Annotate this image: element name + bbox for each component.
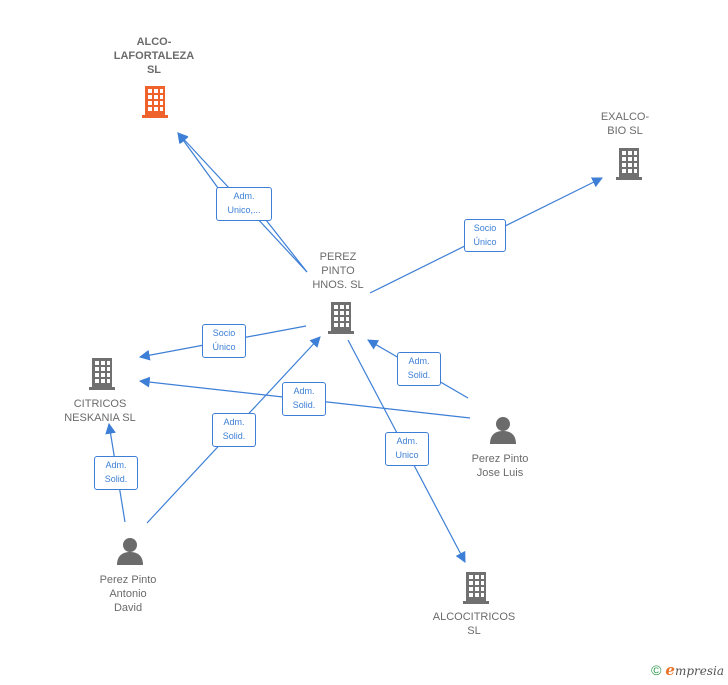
building-icon	[89, 358, 115, 390]
building-icon	[463, 572, 489, 604]
edge-label-adm-solid: Adm. Solid.	[397, 352, 441, 386]
edge-label-adm-unico: Adm. Unico,...	[216, 187, 272, 221]
node-label-perez-pinto-jose-luis[interactable]: Perez Pinto Jose Luis	[471, 453, 529, 479]
edges	[105, 133, 603, 563]
node-label-exalco-bio[interactable]: EXALCO- BIO SL	[600, 111, 650, 137]
edge-label-adm-unico: Adm. Unico	[385, 432, 429, 466]
building-icon	[616, 148, 642, 180]
edge-label-socio-unico: Socio Único	[464, 219, 506, 252]
node-label-alco-lafortaleza[interactable]: ALCO- LAFORTALEZA SL	[113, 36, 195, 76]
person-icon	[490, 417, 516, 444]
person-icon	[117, 538, 143, 565]
building-icon	[141, 84, 171, 118]
edge-label-adm-solid: Adm. Solid.	[94, 456, 138, 490]
node-label-alcocitricos[interactable]: ALCOCITRICOS SL	[432, 611, 516, 637]
node-label-perez-pinto-hnos[interactable]: PEREZ PINTO HNOS. SL	[312, 251, 364, 291]
copyright-icon: ©	[651, 662, 662, 678]
brand-logo[interactable]: empresia	[665, 661, 724, 679]
building-icon	[328, 302, 354, 334]
edge-label-adm-solid: Adm. Solid.	[212, 413, 256, 447]
node-label-citricos-neskania[interactable]: CITRICOS NESKANIA SL	[64, 398, 136, 424]
node-label-perez-pinto-antonio-david[interactable]: Perez Pinto Antonio David	[99, 574, 157, 614]
edge-label-adm-solid: Adm. Solid.	[282, 382, 326, 416]
edge-label-socio-unico: Socio Único	[202, 324, 246, 358]
footer-branding: © empresia	[651, 661, 724, 679]
